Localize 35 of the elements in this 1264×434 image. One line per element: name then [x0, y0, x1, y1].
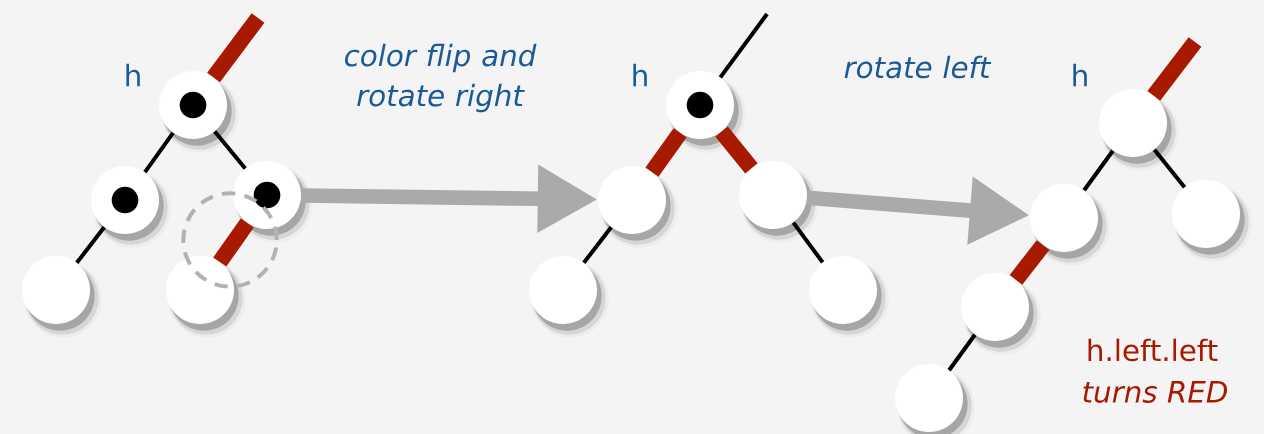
tree-node — [529, 256, 609, 338]
tree-node — [598, 166, 678, 248]
tree-link — [791, 221, 825, 264]
tree-link — [213, 218, 254, 267]
tree-link — [1082, 149, 1115, 192]
tree-node — [233, 161, 313, 243]
note-text: turns RED — [1083, 381, 1227, 403]
operation-label: rotate left — [844, 55, 992, 79]
note-text: h.left.left — [1088, 338, 1218, 362]
operation-label: color flip and rotate right — [345, 43, 537, 113]
tree-link — [1152, 148, 1187, 189]
tree-link — [582, 225, 613, 264]
tree-node — [1172, 180, 1252, 262]
node-label: h — [1073, 63, 1087, 87]
tree-link — [1147, 37, 1202, 101]
tree-node — [809, 256, 889, 338]
tree-link — [645, 128, 687, 177]
tree-node — [961, 273, 1041, 355]
tree-link — [213, 130, 247, 170]
tree-node — [895, 364, 975, 434]
tree-node — [91, 166, 171, 248]
node-label: h — [633, 63, 647, 87]
tree-node — [159, 71, 239, 153]
tree-node — [22, 256, 102, 338]
tree-node — [1099, 89, 1179, 171]
tree-link — [75, 225, 106, 264]
tree-node — [1030, 184, 1110, 266]
tree-link — [143, 131, 175, 174]
tree-link — [207, 13, 265, 83]
tree-link — [947, 333, 977, 372]
node-label: h — [126, 63, 140, 87]
tree-node — [739, 161, 819, 243]
tree-node — [166, 256, 246, 338]
tree-node — [666, 71, 746, 153]
tree-link — [718, 12, 769, 79]
